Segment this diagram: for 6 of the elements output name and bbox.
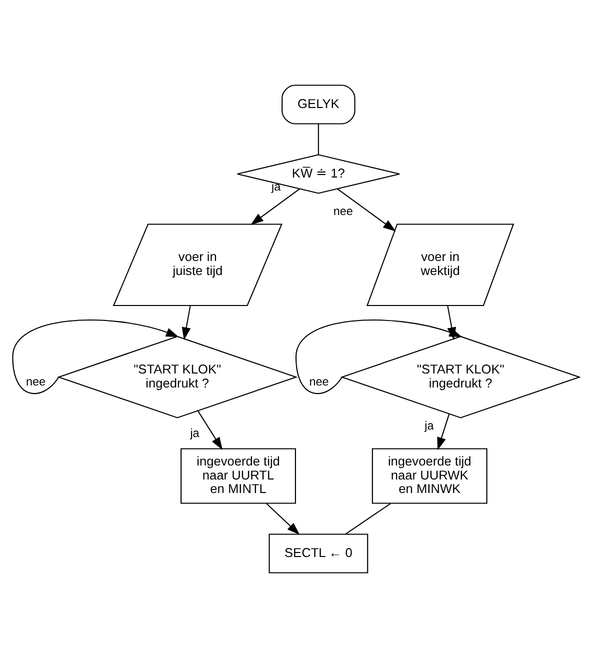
edge-label: ja xyxy=(190,427,200,440)
edge-label: ja xyxy=(272,180,281,194)
edge-label: nee xyxy=(333,204,353,218)
edge-label: nee xyxy=(26,375,46,388)
edge-label: nee xyxy=(309,375,329,388)
edge-label: ja xyxy=(424,419,434,432)
